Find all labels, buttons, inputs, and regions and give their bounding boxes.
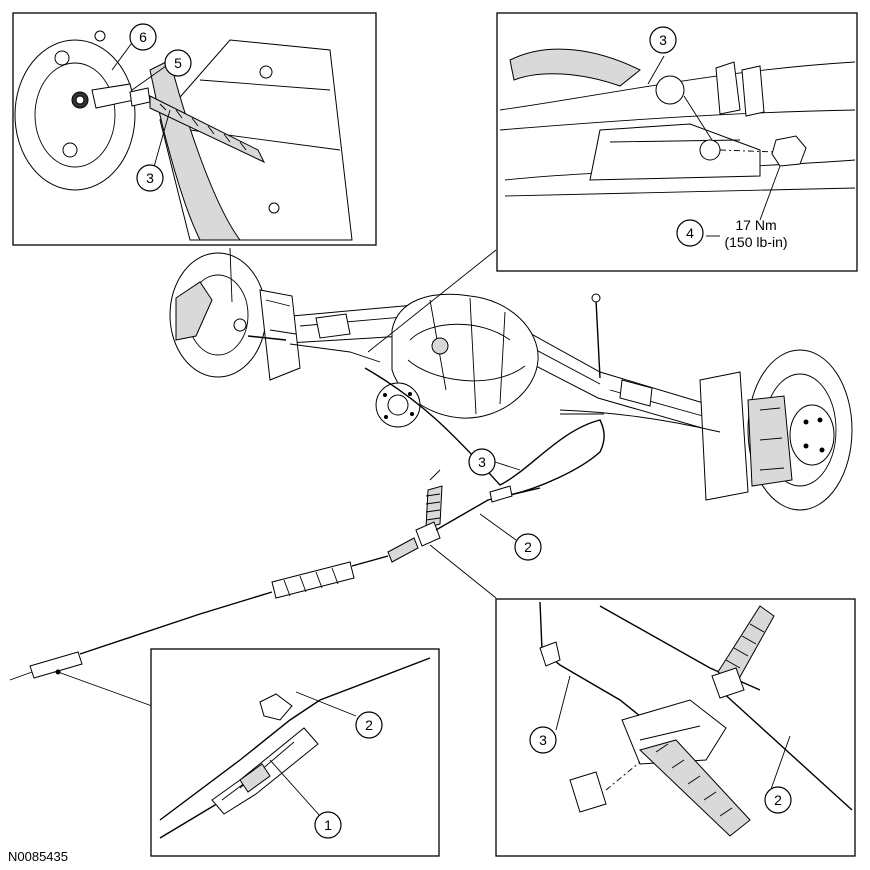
figure-reference-id: N0085435 xyxy=(8,849,68,864)
svg-text:6: 6 xyxy=(139,29,147,45)
leader-lines xyxy=(57,247,497,707)
callout-2: 2 xyxy=(764,786,792,814)
rear-axle-assembly xyxy=(169,252,853,511)
svg-text:2: 2 xyxy=(365,717,373,733)
callout-2: 2 xyxy=(355,711,383,739)
svg-text:1: 1 xyxy=(324,817,332,833)
svg-text:3: 3 xyxy=(659,32,667,48)
callout-2: 2 xyxy=(514,533,542,561)
detail-panel-equalizer xyxy=(495,598,856,857)
svg-text:3: 3 xyxy=(146,170,154,186)
svg-text:4: 4 xyxy=(686,225,694,241)
callout-1: 1 xyxy=(314,811,342,839)
svg-text:3: 3 xyxy=(478,454,486,470)
callout-6: 6 xyxy=(129,23,157,51)
callout-3: 3 xyxy=(649,26,677,54)
parking-brake-cables xyxy=(9,367,605,681)
svg-text:5: 5 xyxy=(174,55,182,71)
callout-3: 3 xyxy=(136,164,164,192)
torque-imperial: (150 lb-in) xyxy=(724,234,787,250)
detail-panel-brake-cable-attachment xyxy=(12,12,377,246)
svg-text:2: 2 xyxy=(524,539,532,555)
callout-3: 3 xyxy=(468,448,496,476)
detail-panel-cable-connector xyxy=(150,648,440,857)
callout-4: 4 xyxy=(676,219,704,247)
torque-metric: 17 Nm xyxy=(735,217,776,233)
svg-text:2: 2 xyxy=(774,792,782,808)
svg-text:3: 3 xyxy=(539,732,547,748)
callout-3: 3 xyxy=(529,726,557,754)
detail-panel-cable-bracket xyxy=(496,12,858,272)
callout-5: 5 xyxy=(164,49,192,77)
